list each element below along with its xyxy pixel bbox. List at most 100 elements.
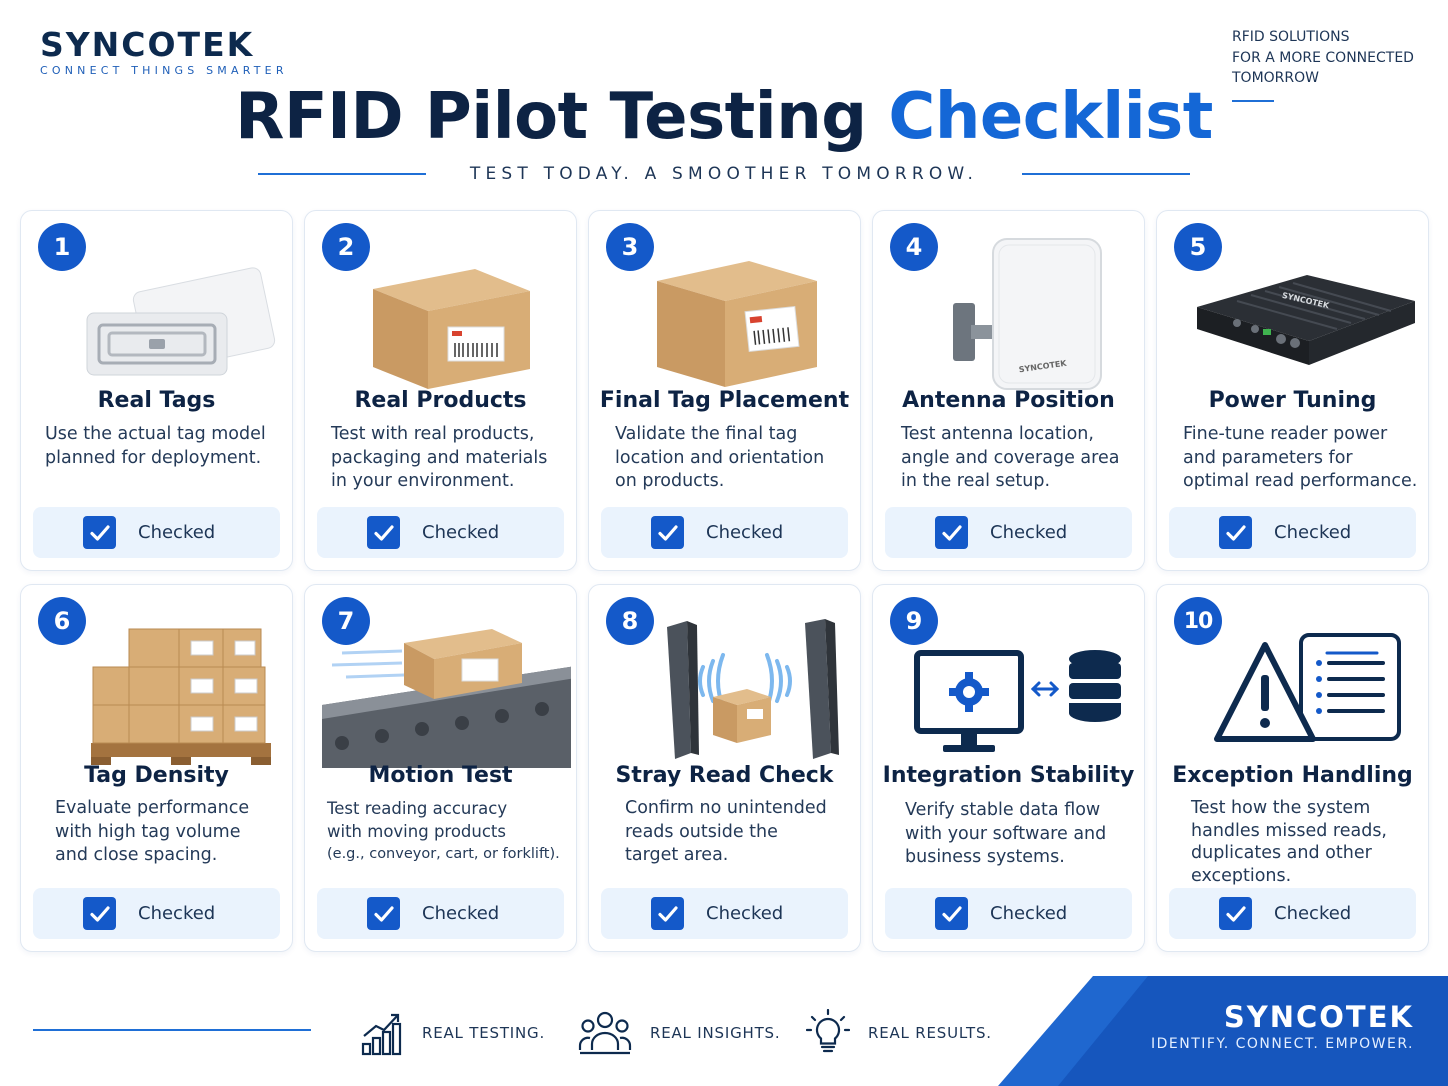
checkbox-checked-icon[interactable] xyxy=(935,897,968,930)
checked-label: Checked xyxy=(1274,522,1352,543)
antenna-icon: SYNCOTEK xyxy=(953,238,1102,390)
title-accent: Checklist xyxy=(888,80,1213,154)
card-title: Real Tags xyxy=(97,388,216,413)
gate-reader-icon xyxy=(667,619,839,759)
checklist-card-motion-test: 7 Motion Test Test reading accuracy with… xyxy=(304,584,577,952)
desc-line: location and orientation xyxy=(615,447,825,468)
checked-status[interactable]: Checked xyxy=(885,888,1132,939)
lightbulb-icon xyxy=(806,1009,850,1053)
card-title: Antenna Position xyxy=(902,388,1115,413)
slogan-line-1: RFID SOLUTIONS xyxy=(1232,29,1350,45)
footer-brand-banner xyxy=(998,976,1448,1086)
desc-line: Confirm no unintended xyxy=(625,798,827,818)
card-description: Evaluate performance with high tag volum… xyxy=(55,797,249,868)
checked-label: Checked xyxy=(990,522,1068,543)
footer-label: REAL TESTING. xyxy=(422,1024,546,1042)
card-description: Test reading accuracy with moving produc… xyxy=(327,797,560,866)
slogan-underline xyxy=(1232,99,1274,102)
card-title: Final Tag Placement xyxy=(599,388,850,413)
card-title: Tag Density xyxy=(84,763,229,788)
desc-line: Validate the final tag xyxy=(615,424,798,444)
desc-line: Test reading accuracy xyxy=(327,799,508,818)
pallet-boxes-icon xyxy=(91,628,271,765)
brand-tagline: CONNECT THINGS SMARTER xyxy=(40,64,288,77)
checkbox-checked-icon[interactable] xyxy=(1219,897,1252,930)
card-description: Test how the system handles missed reads… xyxy=(1191,797,1387,887)
step-number-badge: 1 xyxy=(38,223,86,271)
people-icon xyxy=(578,1011,632,1055)
desc-line: with moving products xyxy=(327,822,507,841)
reader-icon: SYNCOTEK xyxy=(1197,275,1415,365)
subtitle-row: TEST TODAY. A SMOOTHER TOMORROW. xyxy=(258,162,1190,186)
tagged-box-icon xyxy=(657,261,817,387)
checked-status[interactable]: Checked xyxy=(1169,888,1416,939)
checked-status[interactable]: Checked xyxy=(601,507,848,558)
card-description: Use the actual tag model planned for dep… xyxy=(45,423,266,470)
step-number-badge: 6 xyxy=(38,597,86,645)
desc-line: on products. xyxy=(615,471,725,491)
checked-status[interactable]: Checked xyxy=(317,888,564,939)
desc-line: packaging and materials xyxy=(331,447,548,468)
checked-status[interactable]: Checked xyxy=(317,507,564,558)
desc-line: with high tag volume xyxy=(55,821,241,842)
card-description: Verify stable data flow with your softwa… xyxy=(905,799,1106,870)
checkbox-checked-icon[interactable] xyxy=(83,516,116,549)
desc-line: exceptions. xyxy=(1191,865,1292,886)
desc-line: (e.g., conveyor, cart, or forklift). xyxy=(327,846,560,862)
card-description: Test antenna location, angle and coverag… xyxy=(901,423,1119,494)
checkbox-checked-icon[interactable] xyxy=(651,897,684,930)
title-main: RFID Pilot Testing xyxy=(235,80,867,154)
checked-status[interactable]: Checked xyxy=(601,888,848,939)
desc-line: in your environment. xyxy=(331,471,515,491)
checked-status[interactable]: Checked xyxy=(33,888,280,939)
chart-icon xyxy=(361,1013,402,1056)
footer-item-real-results: REAL RESULTS. xyxy=(806,1005,992,1061)
step-number-badge: 4 xyxy=(890,223,938,271)
checked-label: Checked xyxy=(422,522,500,543)
subtitle: TEST TODAY. A SMOOTHER TOMORROW. xyxy=(469,164,979,184)
checked-status[interactable]: Checked xyxy=(885,507,1132,558)
checkbox-checked-icon[interactable] xyxy=(83,897,116,930)
step-number-badge: 10 xyxy=(1174,597,1222,645)
checklist-card-real-tags: 1 Real Tags Use the actual tag model pla… xyxy=(20,210,293,571)
checkbox-checked-icon[interactable] xyxy=(367,897,400,930)
step-number-badge: 7 xyxy=(322,597,370,645)
footer-brand-name: SYNCOTEK xyxy=(1223,1000,1414,1034)
checkbox-checked-icon[interactable] xyxy=(651,516,684,549)
checkbox-checked-icon[interactable] xyxy=(935,516,968,549)
checkbox-checked-icon[interactable] xyxy=(1219,516,1252,549)
checklist-card-real-products: 2 Real Products Test with real products,… xyxy=(304,210,577,571)
card-description: Validate the final tag location and orie… xyxy=(615,423,824,494)
checked-label: Checked xyxy=(138,903,216,924)
footer-label: REAL INSIGHTS. xyxy=(650,1024,781,1042)
product-box-icon xyxy=(373,269,530,389)
card-description: Confirm no unintended reads outside the … xyxy=(625,797,827,868)
card-title: Power Tuning xyxy=(1208,388,1377,413)
checklist-card-antenna-position: SYNCOTEK 4 Antenna Position Test antenna… xyxy=(872,210,1145,571)
step-number-badge: 8 xyxy=(606,597,654,645)
desc-line: planned for deployment. xyxy=(45,447,262,468)
page-title: RFID Pilot Testing Checklist xyxy=(0,82,1448,152)
desc-line: Fine-tune reader power xyxy=(1183,424,1388,444)
card-title: Stray Read Check xyxy=(615,763,834,788)
step-number-badge: 2 xyxy=(322,223,370,271)
checked-label: Checked xyxy=(990,903,1068,924)
desc-line: Verify stable data flow xyxy=(905,800,1101,820)
warning-list-icon xyxy=(1214,633,1401,742)
checklist-card-power-tuning: SYNCOTEK 5 Power Tuning Fine-tune reader… xyxy=(1156,210,1429,571)
desc-line: Use the actual tag model xyxy=(45,424,266,444)
checklist-card-tag-density: 6 Tag Density Evaluate performance with … xyxy=(20,584,293,952)
desc-line: angle and coverage area xyxy=(901,447,1120,468)
monitor-database-icon xyxy=(914,650,1121,752)
checked-status[interactable]: Checked xyxy=(33,507,280,558)
brand-name: SYNCOTEK xyxy=(40,25,255,64)
desc-line: in the real setup. xyxy=(901,471,1051,491)
checklist-card-exception-handling: 10 Exception Handling Test how the syste… xyxy=(1156,584,1429,952)
subtitle-rule-left xyxy=(258,173,426,175)
step-number-badge: 3 xyxy=(606,223,654,271)
desc-line: Test antenna location, xyxy=(901,424,1094,444)
step-number-badge: 9 xyxy=(890,597,938,645)
checked-status[interactable]: Checked xyxy=(1169,507,1416,558)
checkbox-checked-icon[interactable] xyxy=(367,516,400,549)
top-right-slogan: RFID SOLUTIONS FOR A MORE CONNECTED TOMO… xyxy=(1232,27,1414,102)
